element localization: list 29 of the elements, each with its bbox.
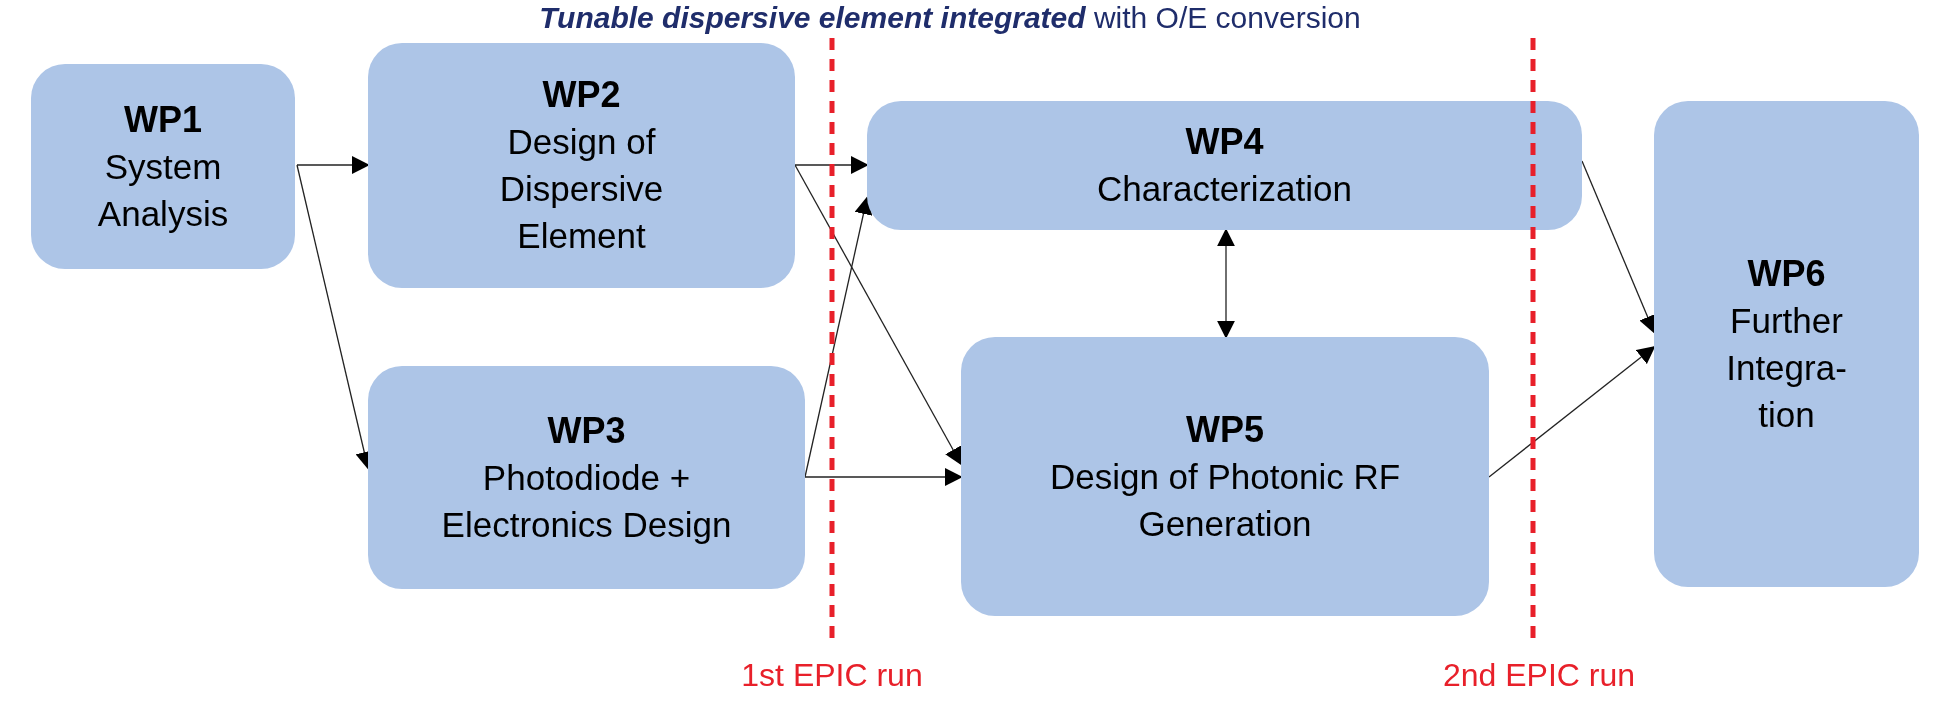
package-number: WP3 xyxy=(547,408,626,453)
arrow xyxy=(1488,345,1656,478)
run-label: 1st EPIC run xyxy=(741,657,923,694)
arrow xyxy=(794,164,962,466)
title: Tunable dispersive element integrated with O/E conversion xyxy=(538,0,1362,36)
arrow xyxy=(794,156,869,174)
package-number: WP1 xyxy=(124,97,202,142)
work-package-box xyxy=(368,43,795,288)
package-number: WP6 xyxy=(1747,251,1826,296)
arrow xyxy=(1217,228,1235,339)
package-title: Photodiode + Electronics Design xyxy=(440,456,733,546)
package-number: WP2 xyxy=(542,73,621,117)
work-package-box xyxy=(1654,101,1919,587)
package-title: Design of Dispersive Element xyxy=(498,121,665,257)
work-package-box xyxy=(31,64,295,269)
arrow xyxy=(296,156,370,174)
package-number: WP5 xyxy=(1186,407,1264,452)
run-label: 2nd EPIC run xyxy=(1442,657,1636,694)
package-title: Further Integra- tion xyxy=(1725,299,1848,436)
arrow xyxy=(804,468,963,486)
work-package-box xyxy=(368,366,805,589)
package-title: System Analysis xyxy=(96,145,230,235)
work-package-box xyxy=(867,101,1582,230)
package-title: Characterization xyxy=(1097,168,1352,210)
arrow xyxy=(804,196,873,478)
arrow xyxy=(1581,160,1656,334)
package-number: WP4 xyxy=(1185,120,1264,164)
work-package-box xyxy=(961,337,1489,616)
package-title: Design of Photonic RF Generation xyxy=(1048,455,1402,545)
